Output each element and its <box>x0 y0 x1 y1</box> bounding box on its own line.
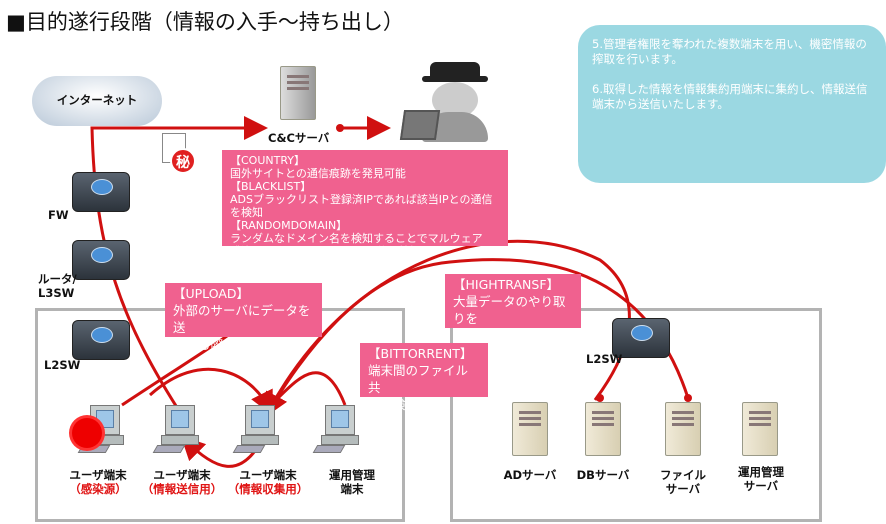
server-label: 運用管理 サーバ <box>738 465 784 493</box>
callout-country-blacklist-randomdomain: 【COUNTRY】 国外サイトとの通信痕跡を発見可能 【BLACKLIST】 A… <box>222 150 508 258</box>
callout-upload: 【UPLOAD】 外部のサーバにデータを送 信する際の痕跡を検知 <box>165 283 322 352</box>
l2sw-right-label: L2SW <box>586 352 623 366</box>
router-icon <box>72 240 130 280</box>
callout-line: 【UPLOAD】 <box>173 286 250 301</box>
l2sw-right-icon <box>612 318 670 358</box>
l2sw-left-label: L2SW <box>44 358 81 372</box>
callout-bittorrent: 【BITTORRENT】 端末間のファイル共 有を検知 <box>360 343 488 412</box>
callout-line: 【HIGHTRANSF】 <box>453 277 560 292</box>
l2sw-left-icon <box>72 320 130 360</box>
admin-terminal-icon <box>312 405 359 455</box>
terminal-role: （感染源） <box>69 482 127 496</box>
send-terminal-icon <box>152 405 199 455</box>
terminal-label: ユーザ端末（情報収集用） <box>218 468 318 496</box>
note-step5: 5.管理者権限を奪われた複数端末を用い、機密情報の搾取を行います。 <box>592 37 867 66</box>
callout-hightransf: 【HIGHTRANSF】 大量データのやり取りを 検知する <box>445 274 581 343</box>
callout-line: 端末間のファイル共 <box>368 363 469 395</box>
callout-line: 大量データのやり取りを <box>453 294 566 326</box>
firewall-icon <box>72 172 130 212</box>
cc-server-icon <box>280 66 316 120</box>
file-server-icon <box>665 402 701 456</box>
terminal-role: （情報収集用） <box>227 482 309 496</box>
server-label: ファイル サーバ <box>660 468 706 496</box>
file-link <box>266 258 690 413</box>
server-label: ADサーバ <box>503 468 557 482</box>
terminal-label: 運用管理 端末 <box>329 468 375 496</box>
callout-line: 有を検知 <box>368 397 419 412</box>
callout-line: 【BLACKLIST】 <box>230 180 312 193</box>
callout-line: 【RANDOMDOMAIN】 <box>230 219 348 232</box>
fw-label: FW <box>48 208 69 222</box>
internet-label: インターネット <box>56 93 138 107</box>
cc-server-label: C&Cサーバ <box>268 131 330 145</box>
collect-terminal-icon <box>232 405 279 455</box>
db-server-icon <box>585 402 621 456</box>
attacker-icon <box>399 62 500 147</box>
server-label: DBサーバ <box>576 468 630 482</box>
callout-line: 検知する <box>453 328 504 343</box>
callout-line: ランダムなドメイン名を検知することでマルウェア <box>230 232 483 245</box>
terminal-name: ユーザ端末 <box>69 468 127 482</box>
bittorrent-link <box>148 367 273 416</box>
callout-line: ADSブラックリスト登録済IPであれば該当IPとの通信を検知 <box>230 193 493 219</box>
ad-server-icon <box>512 402 548 456</box>
terminal-label: ユーザ端末（感染源） <box>58 468 138 496</box>
callout-line: 【BITTORRENT】 <box>368 346 473 361</box>
callout-line: 外部のサーバにデータを送 <box>173 303 311 335</box>
callout-line: 【COUNTRY】 <box>230 154 305 167</box>
secret-stamp-icon: 秘 <box>170 148 196 174</box>
internet-cloud: インターネット <box>32 76 162 126</box>
admin-server-icon <box>742 402 778 456</box>
terminal-label: ユーザ端末（情報送信用） <box>132 468 232 496</box>
terminal-name: ユーザ端末 <box>153 468 211 482</box>
page-title: ■目的遂行段階（情報の入手～持ち出し） <box>6 10 404 34</box>
note-step6: 6.取得した情報を情報集約用端末に集約し、情報送信端末から送信いたします。 <box>592 82 868 111</box>
router-label: ルータ/ L3SW <box>38 272 77 300</box>
terminal-name: ユーザ端末 <box>239 468 297 482</box>
callout-line: 感染によるC＆Cサーバとの通信を検知 <box>230 245 421 258</box>
malware-icon <box>72 418 102 448</box>
terminal-role: （情報送信用） <box>141 482 223 496</box>
description-note: 5.管理者権限を奪われた複数端末を用い、機密情報の搾取を行います。 6.取得した… <box>578 25 886 183</box>
callout-line: 信する際の痕跡を検知 <box>173 337 299 352</box>
callout-line: 国外サイトとの通信痕跡を発見可能 <box>230 167 406 180</box>
